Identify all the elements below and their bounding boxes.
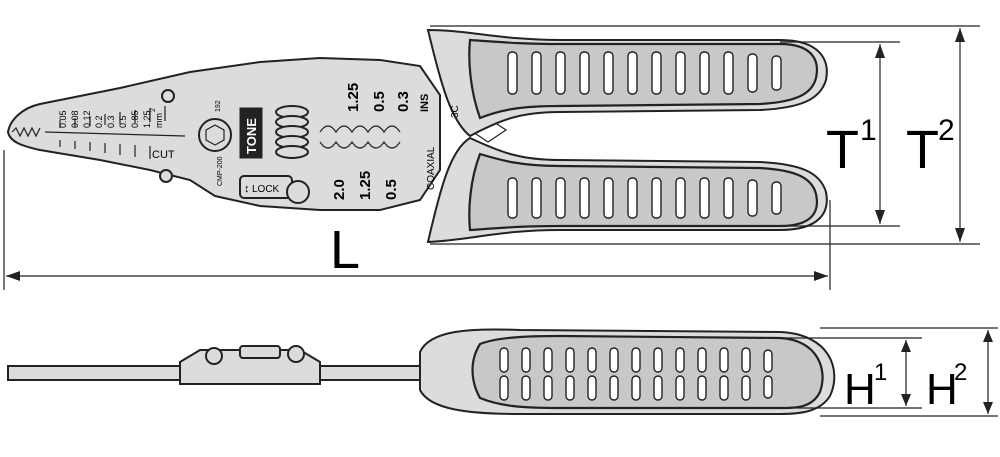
spring-coil [275,105,309,159]
wire-size-3: 0.12 [82,110,92,128]
length-label: L [330,220,360,280]
t2-label: T [906,120,939,180]
wire-size-6: 0.5 [118,115,128,128]
h1-sub: 1 [874,359,887,386]
crimp-dies [319,125,401,149]
dimension-H1: H 1 [780,337,922,414]
lock-label: LOCK [252,184,280,195]
h2-label: H [926,365,958,414]
pivot-bolt [198,118,232,152]
t1-label: T [826,120,859,180]
dimension-L: L [3,150,831,290]
t2-sub: 2 [938,114,955,147]
code-192: 192 [215,100,222,112]
dimension-H2: H 2 [820,327,998,417]
side-handle-grip [471,334,824,410]
lower-handle-ribs [507,177,782,219]
crimp-lower-2: 1.25 [357,171,374,200]
crimp-upper-3: 0.3 [395,91,412,112]
cut-label: CUT [152,149,175,161]
jaw-centerline [44,131,186,137]
crimp-upper-2: 0.5 [371,91,388,112]
side-rivet-2 [287,345,305,363]
wire-size-scale: 0.05 0.08 0.12 0.2 0.3 0.5 0.85 1.25 mm … [58,108,164,128]
crimp-lower-scale: 2.0 1.25 0.5 [331,171,400,200]
lock-knob [286,180,310,204]
coaxial-label: COAXIAL [426,146,437,190]
lock-arrow-icon: ↕ [244,183,250,195]
brand-badge [239,107,263,159]
rivet-top [161,89,175,103]
side-handle-ribs [499,347,773,401]
hex-socket [205,124,225,146]
wire-size-4: 0.2 [94,115,104,128]
ins-label: INS [419,94,431,112]
brand-label: TONE [244,118,259,154]
jaw-serration [11,126,41,138]
wire-size-2: 0.08 [70,110,80,128]
dimension-T2: T 2 [430,25,980,245]
strip-notches [59,106,166,159]
dimension-T1: T 1 [780,41,900,227]
upper-handle-ribs [507,51,782,95]
side-rivet-1 [205,347,223,365]
pliers-top-view: 0.05 0.08 0.12 0.2 0.3 0.5 0.85 1.25 mm … [6,28,828,244]
wire-size-5: 0.3 [106,115,116,128]
crimp-upper-scale: 1.25 0.5 0.3 INS [345,83,431,112]
t1-sub: 1 [860,114,877,147]
crimp-lower-1: 2.0 [331,179,348,200]
h1-label: H [844,365,876,414]
pliers-side-view [7,328,836,415]
wire-size-7: 0.85 [130,110,140,128]
crimp-lower-3: 0.5 [383,179,400,200]
wire-unit-exp: 2 [150,108,157,112]
wire-unit: mm [154,113,164,128]
rivet-bottom [159,169,173,183]
h2-sub: 2 [954,359,967,386]
coax-size-label: 3C [450,105,461,118]
side-lock [239,345,281,359]
crimp-upper-1: 1.25 [345,83,362,112]
wire-size-8: 1.25 [142,110,152,128]
wire-size-1: 0.05 [58,110,68,128]
model-label: CMP-200 [217,156,224,186]
